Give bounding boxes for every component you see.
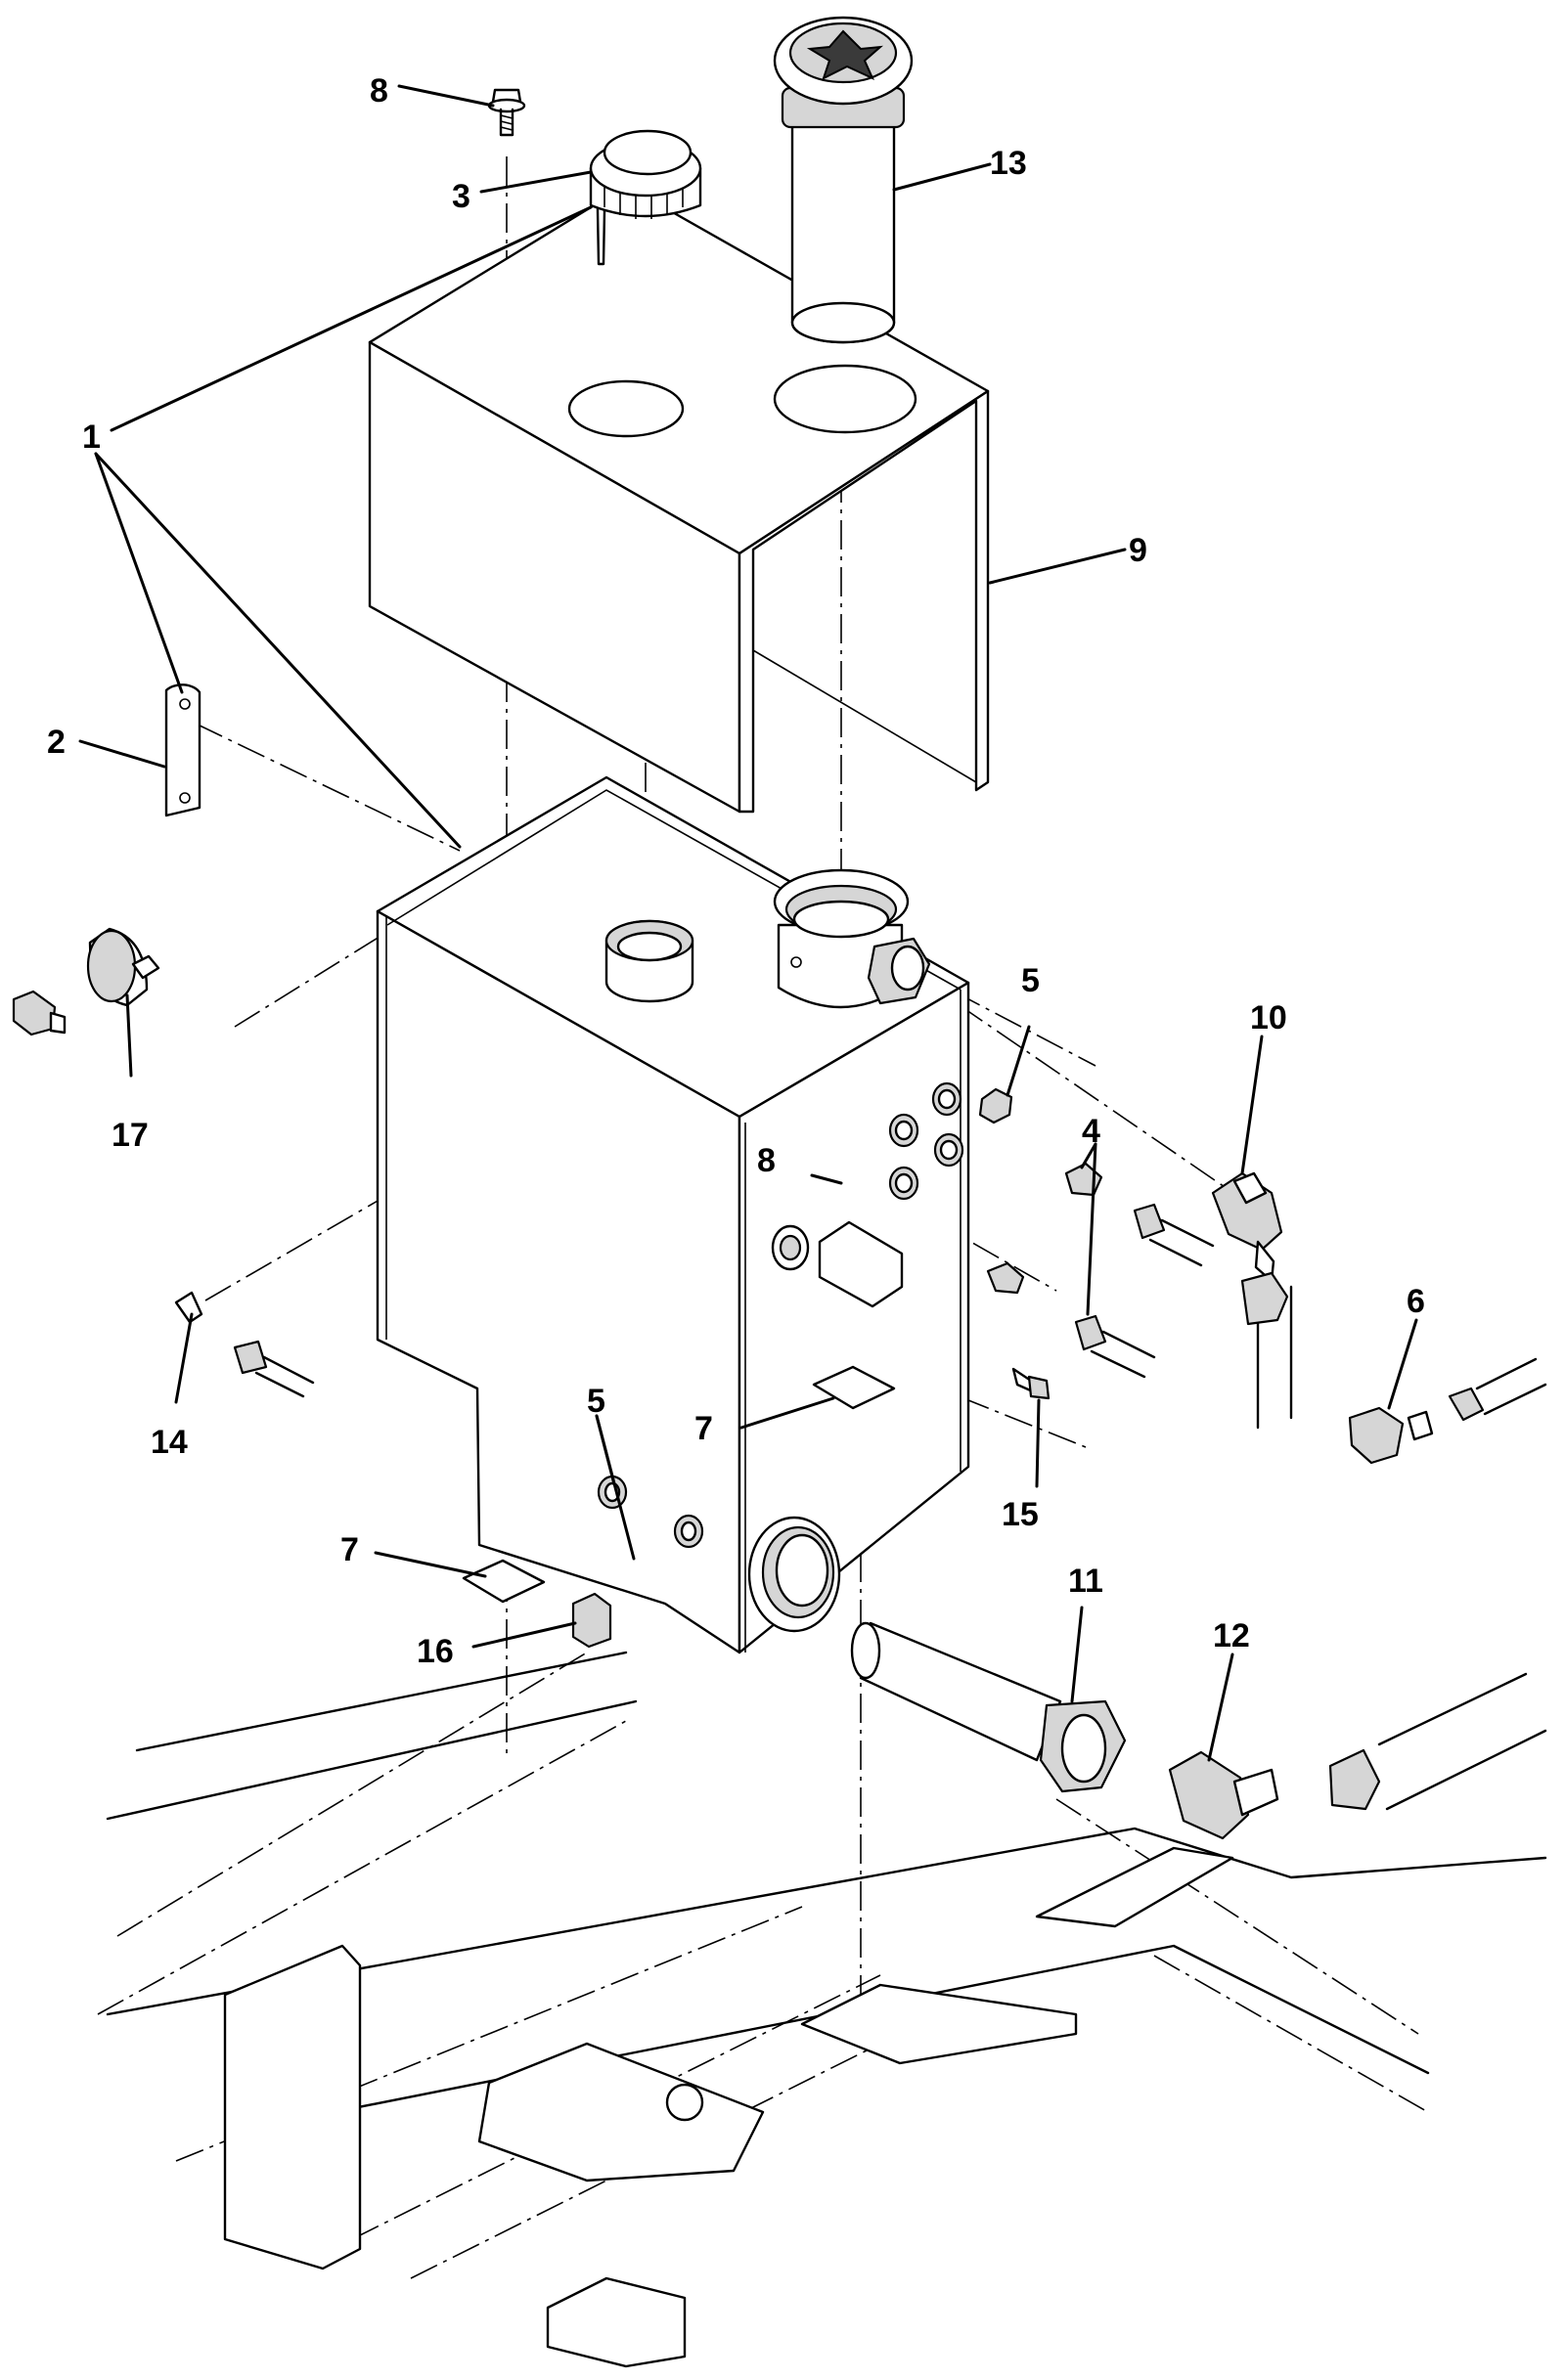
leader-lines (78, 84, 1418, 1762)
callout-11: 11 (1068, 1563, 1103, 1600)
breather-cap (589, 129, 702, 266)
callout-2: 2 (47, 724, 66, 761)
callout-10: 10 (1250, 999, 1287, 1036)
suction-tube (850, 1621, 1127, 1793)
tank-guard (368, 184, 990, 814)
callout-9: 9 (1129, 532, 1147, 569)
callout-3: 3 (452, 178, 470, 215)
sight-gauge (86, 927, 160, 1007)
tie-plate (164, 683, 201, 817)
callout-7-lower: 7 (340, 1531, 359, 1568)
temperature-sender (1011, 1367, 1051, 1400)
callout-15: 15 (1002, 1496, 1039, 1533)
mounting-brackets (462, 1365, 896, 1649)
side-fittings (978, 1087, 1215, 1379)
hydraulic-tank (376, 775, 970, 1654)
elbow-fitting-6 (1348, 1357, 1547, 1465)
callout-12: 12 (1213, 1617, 1250, 1654)
callout-13: 13 (990, 145, 1027, 182)
elbow-fitting-14 (174, 1291, 315, 1398)
callout-7-upper: 7 (694, 1410, 713, 1447)
return-filter (773, 16, 914, 344)
callout-16: 16 (417, 1633, 454, 1670)
callout-5-lower: 5 (587, 1383, 605, 1420)
callout-8-side: 8 (757, 1142, 776, 1179)
callout-8-top: 8 (370, 72, 388, 110)
callout-14: 14 (151, 1424, 188, 1461)
machine-frame (106, 1651, 1547, 2368)
pressure-switch (12, 990, 67, 1036)
callout-1: 1 (82, 419, 101, 456)
callout-4: 4 (1082, 1113, 1100, 1150)
cap-screw-top (487, 88, 526, 137)
callout-17: 17 (112, 1117, 149, 1154)
callout-5-upper: 5 (1021, 962, 1040, 999)
elbow-fitting-12 (1168, 1672, 1547, 1840)
elbow-fitting-10 (1211, 1171, 1293, 1430)
callout-numbers: 1 2 3 4 5 5 6 7 7 8 8 9 10 11 12 13 14 1… (47, 72, 1425, 1670)
callout-6: 6 (1407, 1283, 1425, 1320)
